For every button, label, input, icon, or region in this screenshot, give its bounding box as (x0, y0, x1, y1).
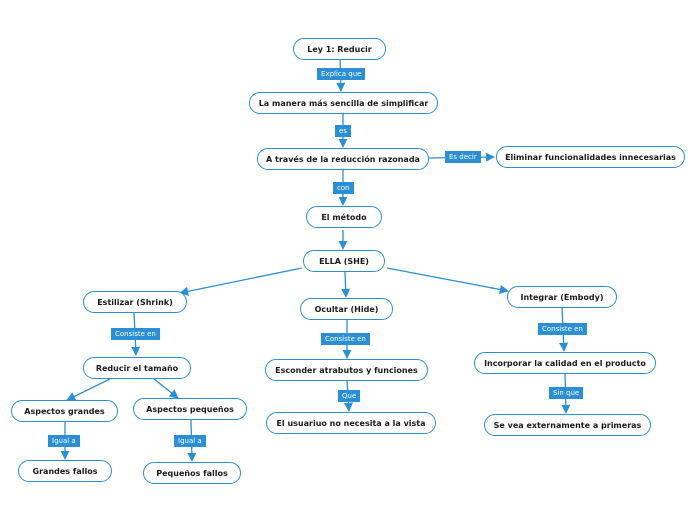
node-reducir-tamano[interactable]: Reducir el tamaño (83, 357, 191, 379)
node-incorporar-calidad[interactable]: Incorporar la calidad en el producto (474, 352, 656, 374)
node-estilizar-shrink[interactable]: Estilizar (Shrink) (83, 291, 187, 313)
link-label-con[interactable]: con (333, 182, 354, 194)
link-label-explica-que[interactable]: Explica que (317, 68, 366, 80)
link-label-consiste-en-2[interactable]: Consiste en (321, 333, 370, 345)
node-a-traves-reduccion[interactable]: A través de la reducción razonada (257, 148, 429, 170)
link-label-igual-a-1[interactable]: Igual a (48, 435, 80, 447)
node-ella-she[interactable]: ELLA (SHE) (303, 250, 385, 272)
edge-ella-integrar (386, 267, 509, 294)
node-el-metodo[interactable]: El método (306, 206, 382, 228)
edge-ella-ocultar (341, 271, 351, 298)
node-usuario-no-necesita[interactable]: El usuariuo no necesita a la vista (266, 412, 436, 434)
node-ocultar-hide[interactable]: Ocultar (Hide) (300, 298, 393, 320)
node-aspectos-pequenos[interactable]: Aspectos pequeños (133, 398, 247, 420)
link-label-consiste-en-3[interactable]: Consiste en (538, 323, 587, 335)
link-label-sin-que[interactable]: Sin que (549, 387, 584, 399)
node-integrar-embody[interactable]: Integrar (Embody) (507, 286, 617, 308)
link-label-es[interactable]: es (335, 125, 351, 137)
node-grandes-fallos[interactable]: Grandes fallos (18, 460, 112, 482)
edge-reducir-grandes (66, 378, 111, 401)
edge-reducir-pequenos (153, 378, 179, 399)
link-label-igual-a-2[interactable]: Igual a (174, 435, 206, 447)
edge-ella-estilizar (179, 267, 303, 296)
node-esconder-atributos[interactable]: Esconder atrabutos y funciones (265, 359, 428, 381)
link-label-consiste-en-1[interactable]: Consiste en (111, 328, 160, 340)
link-label-es-decir[interactable]: Es decir (445, 151, 481, 163)
node-se-vea-externamente[interactable]: Se vea externamente a primeras (484, 414, 651, 436)
link-label-que[interactable]: Que (338, 390, 361, 402)
node-eliminar-funcionalidades[interactable]: Eliminar funcionalidades innecesarias (496, 146, 685, 168)
node-manera-sencilla[interactable]: La manera más sencilla de simplificar (249, 92, 438, 114)
node-pequenos-fallos[interactable]: Pequeños fallos (143, 462, 241, 484)
node-ley1-reducir[interactable]: Ley 1: Reducir (293, 38, 386, 60)
node-aspectos-grandes[interactable]: Aspectos grandes (11, 400, 118, 422)
